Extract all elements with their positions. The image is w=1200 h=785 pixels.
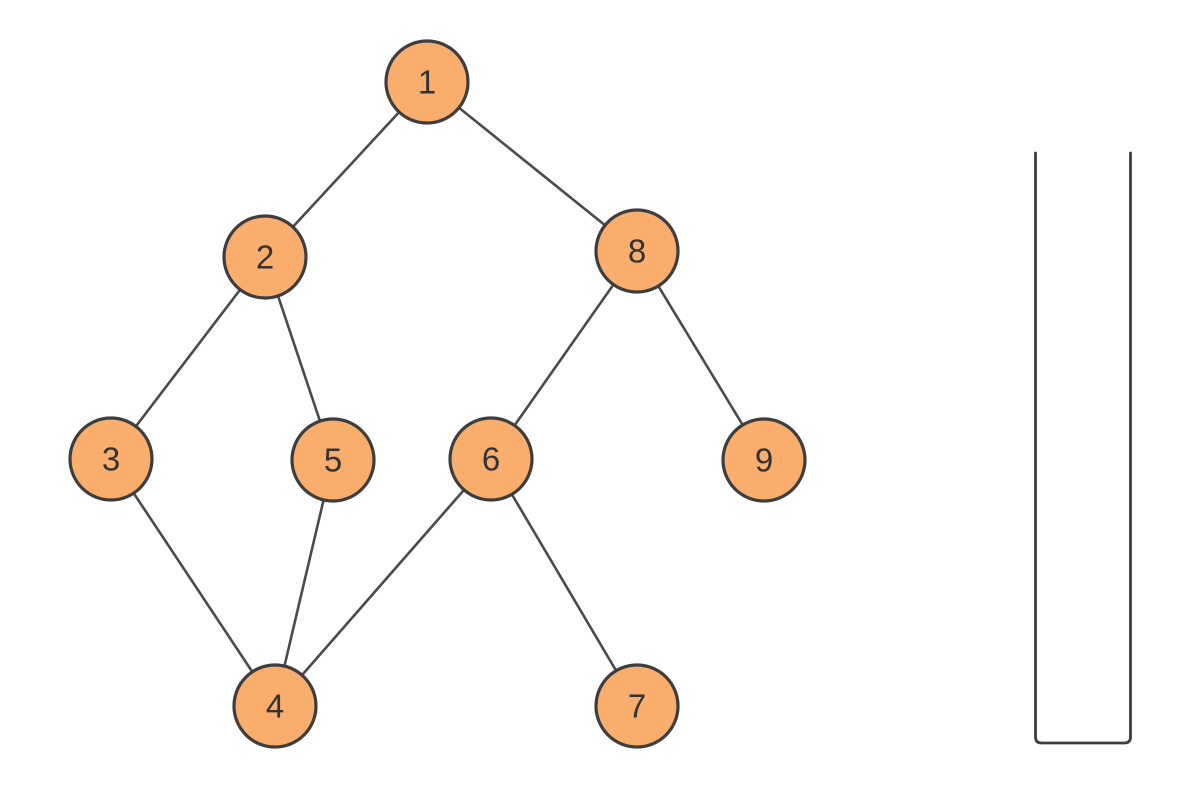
node-circle-6[interactable] — [448, 416, 534, 502]
node-circle-2[interactable] — [222, 214, 308, 300]
node-circle-1[interactable] — [384, 39, 470, 125]
node-circle-3[interactable] — [68, 416, 154, 502]
edge-3-4 — [109, 457, 277, 708]
graph-node-6[interactable]: 6 — [448, 416, 534, 502]
graph-node-8[interactable]: 8 — [594, 208, 680, 294]
node-label-3: 3 — [102, 441, 120, 478]
node-layer: 1 2 8 3 5 6 9 4 7 — [68, 39, 807, 749]
node-circle-5[interactable] — [290, 417, 376, 503]
node-circle-7[interactable] — [594, 663, 680, 749]
graph-node-9[interactable]: 9 — [721, 417, 807, 503]
edge-layer — [109, 80, 766, 708]
node-label-8: 8 — [628, 233, 646, 270]
node-label-1: 1 — [418, 64, 436, 101]
node-circle-9[interactable] — [721, 417, 807, 503]
node-label-7: 7 — [628, 688, 646, 725]
stack-container — [1034, 151, 1132, 745]
edge-1-8 — [425, 80, 639, 253]
node-label-9: 9 — [755, 442, 773, 479]
node-circle-4[interactable] — [232, 663, 318, 749]
node-label-6: 6 — [482, 441, 500, 478]
graph-node-1[interactable]: 1 — [384, 39, 470, 125]
graph-node-2[interactable]: 2 — [222, 214, 308, 300]
edge-6-4 — [273, 457, 493, 708]
graph-node-4[interactable]: 4 — [232, 663, 318, 749]
graph-node-5[interactable]: 5 — [290, 417, 376, 503]
node-label-4: 4 — [266, 688, 284, 725]
node-label-2: 2 — [256, 239, 274, 276]
graph-node-7[interactable]: 7 — [594, 663, 680, 749]
edge-6-7 — [489, 457, 639, 708]
node-label-5: 5 — [324, 442, 342, 479]
graph-node-3[interactable]: 3 — [68, 416, 154, 502]
node-circle-8[interactable] — [594, 208, 680, 294]
